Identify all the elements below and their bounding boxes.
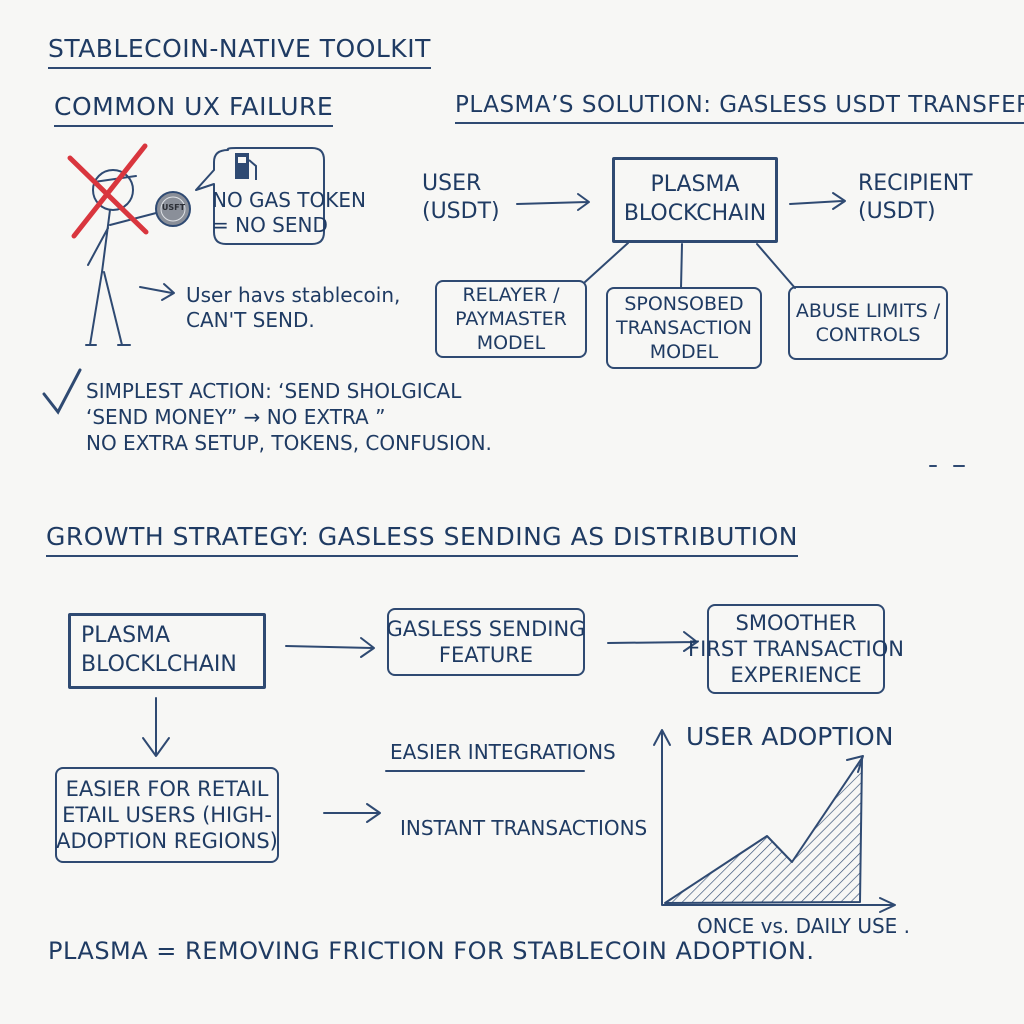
chain-to-recipient-arrow bbox=[790, 193, 845, 209]
action-line: SIMPLEST ACTION: ‘SEND SHOLGICAL bbox=[86, 378, 492, 404]
chain-to-feature-arrow bbox=[286, 638, 374, 657]
experience-line: SMOOTHER bbox=[688, 610, 904, 636]
speech-line: NO GAS TOKEN bbox=[212, 188, 366, 213]
user-figure-icon bbox=[86, 170, 160, 345]
chart-caption: ONCE vs. DAILY USE . bbox=[697, 914, 910, 939]
user-to-chain-arrow bbox=[517, 194, 589, 210]
chart-title: USER ADOPTION bbox=[686, 722, 893, 751]
recipient-line: (USDT) bbox=[858, 198, 973, 226]
action-line: ‘SEND MONEY” → NO EXTRA ” bbox=[86, 404, 492, 430]
feature-line: GASLESS SENDING bbox=[387, 616, 586, 642]
recipient-line: RECIPIENT bbox=[858, 170, 973, 198]
chain-line: PLASMA bbox=[624, 171, 766, 200]
simplest-action-text: SIMPLEST ACTION: ‘SEND SHOLGICAL ‘SEND M… bbox=[86, 378, 492, 456]
component-line: PAYMASTER bbox=[455, 307, 567, 331]
experience-line: EXPERIENCE bbox=[688, 662, 904, 688]
chain-to-retail-arrow bbox=[143, 698, 169, 756]
recipient-label: RECIPIENT (USDT) bbox=[858, 170, 973, 225]
ux-failure-heading: COMMON UX FAILURE bbox=[54, 92, 333, 127]
relayer-paymaster-box: RELAYER / PAYMASTER MODEL bbox=[435, 280, 587, 358]
note-arrow bbox=[140, 284, 174, 300]
instant-transactions-label: INSTANT TRANSACTIONS bbox=[400, 816, 647, 841]
chain-line: BLOCKLCHAIN bbox=[81, 651, 237, 680]
gasless-feature-box: GASLESS SENDING FEATURE bbox=[387, 608, 585, 676]
growth-plasma-box: PLASMA BLOCKLCHAIN bbox=[68, 613, 266, 689]
ux-failure-note: User havs stablecoin, CAN'T SEND. bbox=[186, 283, 400, 333]
abuse-limits-box: ABUSE LIMITS / CONTROLS bbox=[788, 286, 948, 360]
chain-line: BLOCKCHAIN bbox=[624, 200, 766, 229]
retail-users-box: EASIER FOR RETAIL ETAIL USERS (HIGH- ADO… bbox=[55, 767, 279, 863]
note-line: CAN'T SEND. bbox=[186, 308, 400, 333]
sender-label: USER (USDT) bbox=[422, 170, 500, 225]
feature-to-experience-arrow bbox=[608, 632, 697, 651]
retail-line: EASIER FOR RETAIL bbox=[56, 776, 278, 802]
experience-line: FIRST TRANSACTION bbox=[688, 636, 904, 662]
growth-heading: GROWTH STRATEGY: GASLESS SENDING AS DIST… bbox=[46, 522, 798, 557]
chain-line: PLASMA bbox=[81, 622, 237, 651]
adoption-area bbox=[665, 758, 862, 903]
retail-to-instant-arrow bbox=[324, 804, 380, 822]
component-line: TRANSACTION bbox=[616, 316, 752, 340]
component-line: CONTROLS bbox=[796, 323, 940, 347]
speech-line: = NO SEND bbox=[212, 213, 366, 238]
action-line: NO EXTRA SETUP, TOKENS, CONFUSION. bbox=[86, 430, 492, 456]
component-line: SPONSOBED bbox=[616, 292, 752, 316]
solution-heading: PLASMA’S SOLUTION: GASLESS USDT TRANSFER bbox=[455, 92, 1024, 124]
speech-bubble-text: NO GAS TOKEN = NO SEND bbox=[212, 188, 366, 238]
checkmark-icon bbox=[44, 370, 80, 412]
component-line: RELAYER / bbox=[455, 283, 567, 307]
component-line: MODEL bbox=[455, 331, 567, 355]
smoother-experience-box: SMOOTHER FIRST TRANSACTION EXPERIENCE bbox=[707, 604, 885, 694]
page-title: STABLECOIN-NATIVE TOOLKIT bbox=[48, 34, 431, 69]
component-line: ABUSE LIMITS / bbox=[796, 299, 940, 323]
component-line: MODEL bbox=[616, 340, 752, 364]
plasma-blockchain-box: PLASMA BLOCKCHAIN bbox=[612, 157, 778, 243]
retail-line: ADOPTION REGIONS) bbox=[56, 828, 278, 854]
footer-statement: PLASMA = REMOVING FRICTION FOR STABLECOI… bbox=[48, 937, 815, 965]
sender-line: USER bbox=[422, 170, 500, 198]
fuel-pump-icon bbox=[235, 153, 256, 180]
sponsored-transaction-box: SPONSOBED TRANSACTION MODEL bbox=[606, 287, 762, 369]
note-line: User havs stablecoin, bbox=[186, 283, 400, 308]
feature-line: FEATURE bbox=[387, 642, 586, 668]
connector-lines bbox=[585, 243, 795, 288]
sender-line: (USDT) bbox=[422, 198, 500, 226]
retail-line: ETAIL USERS (HIGH- bbox=[56, 802, 278, 828]
easier-integrations-label: EASIER INTEGRATIONS bbox=[390, 740, 616, 765]
coin-label: USFT bbox=[160, 203, 187, 212]
adoption-chart bbox=[654, 730, 895, 912]
